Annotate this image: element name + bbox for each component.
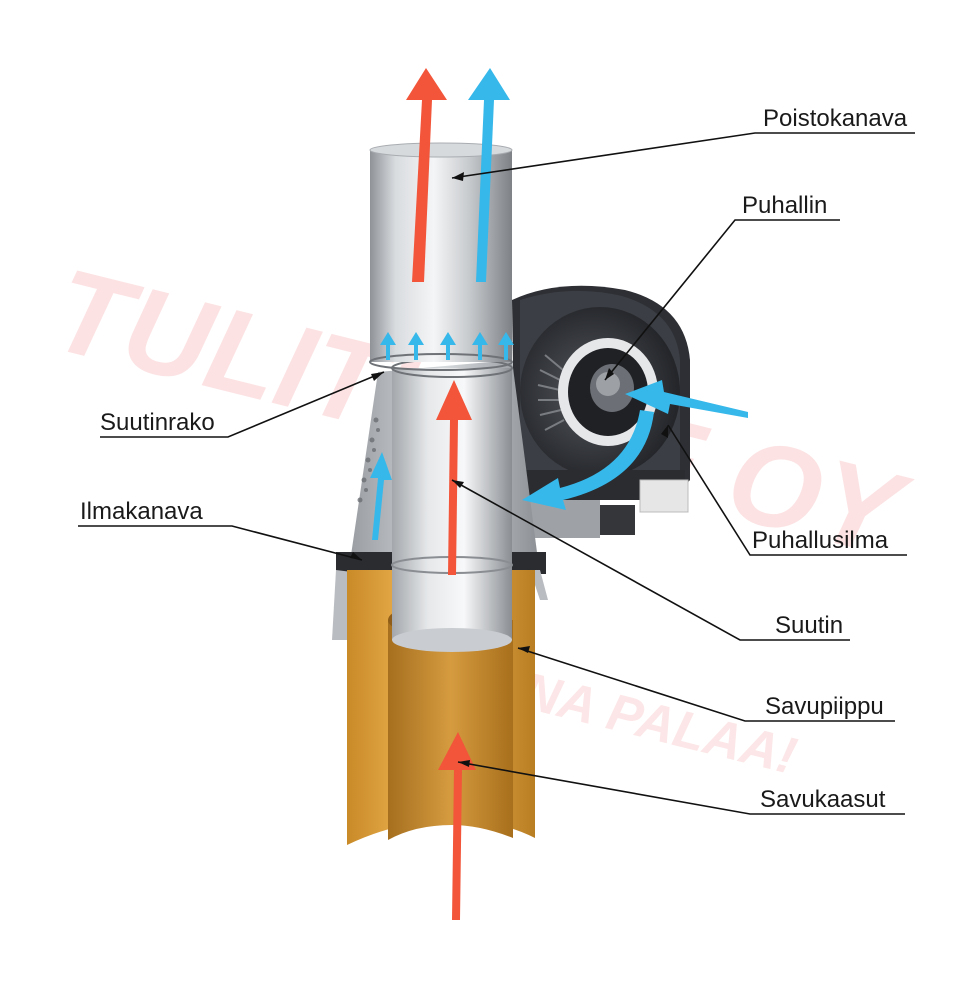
arrow-fan-intake-icon: [625, 380, 748, 418]
arrow-up-blue-icon: [468, 68, 510, 282]
arrow-nozzle-red-icon: [436, 380, 472, 575]
slot-arrow-icon: [440, 332, 456, 360]
exhaust-duct: [369, 142, 513, 371]
arrow-up-red-icon: [406, 68, 447, 282]
slot-arrow-icon: [472, 332, 488, 360]
label-poistokanava: Poistokanava: [763, 105, 908, 132]
label-puhallin: Puhallin: [742, 192, 827, 219]
label-savupiippu: Savupiippu: [765, 693, 884, 720]
label-ilmakanava: Ilmakanava: [80, 498, 203, 525]
slot-arrow-icon: [380, 332, 396, 360]
leader-lines: [78, 132, 915, 815]
label-puhallusilma: Puhallusilma: [752, 527, 889, 554]
leader-arrowheads: [350, 172, 668, 767]
label-savukaasut: Savukaasut: [760, 786, 886, 813]
arrow-air-channel-icon: [370, 452, 392, 540]
labels: Poistokanava Puhallin Suutinrako Ilmakan…: [80, 105, 908, 813]
arrow-fan-outlet-icon: [522, 410, 654, 510]
label-suutin: Suutin: [775, 612, 843, 639]
arrow-flue-gas-icon: [438, 732, 476, 920]
flow-arrows: [370, 68, 748, 920]
label-suutinrako: Suutinrako: [100, 409, 215, 436]
slot-arrow-icon: [408, 332, 424, 360]
slot-arrow-icon: [498, 332, 514, 360]
